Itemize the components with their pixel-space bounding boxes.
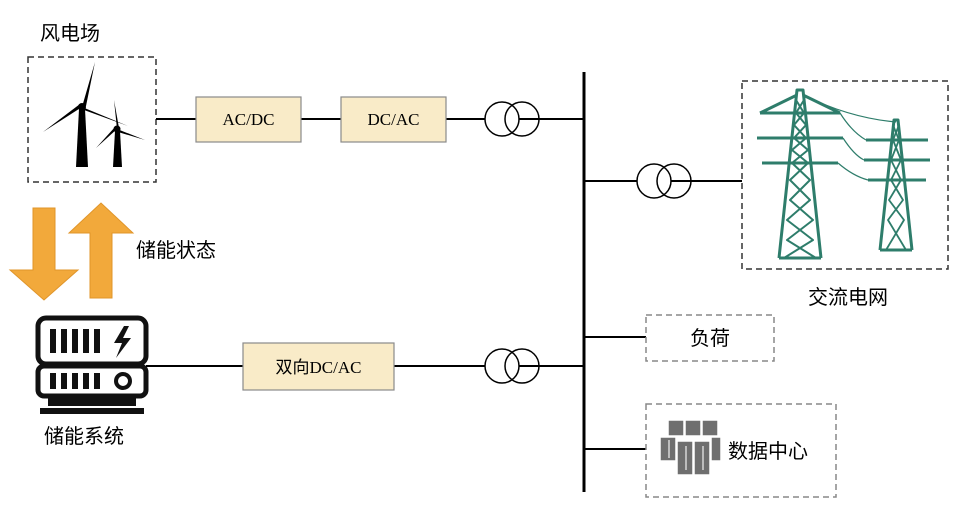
svg-text:AC/DC: AC/DC [223,110,275,129]
data-center-label: 数据中心 [728,439,808,463]
wind-turbine-icon [43,62,145,167]
transformer-grid [636,163,692,199]
storage-system-label: 储能系统 [44,424,124,448]
storage-state-label: 储能状态 [136,238,216,262]
data-center-cubes-icon [659,419,722,476]
transmission-tower-icon [757,88,930,260]
transformer-wind [484,101,540,137]
svg-text:双向DC/AC: 双向DC/AC [276,358,362,377]
dc-ac-converter: DC/AC [340,96,447,143]
storage-state-arrows [8,202,135,301]
ac-dc-converter: AC/DC [195,96,302,143]
battery-rack-icon [35,315,149,414]
svg-text:DC/AC: DC/AC [368,110,420,129]
wind-farm-label: 风电场 [40,21,100,45]
data-center-box [645,403,837,498]
ac-grid-label: 交流电网 [808,285,888,309]
load-box [645,314,775,362]
ac-grid-box [741,80,949,270]
load-label: 负荷 [690,326,730,350]
transformer-storage [484,348,540,384]
bidirectional-dc-ac-converter: 双向DC/AC [242,342,395,391]
